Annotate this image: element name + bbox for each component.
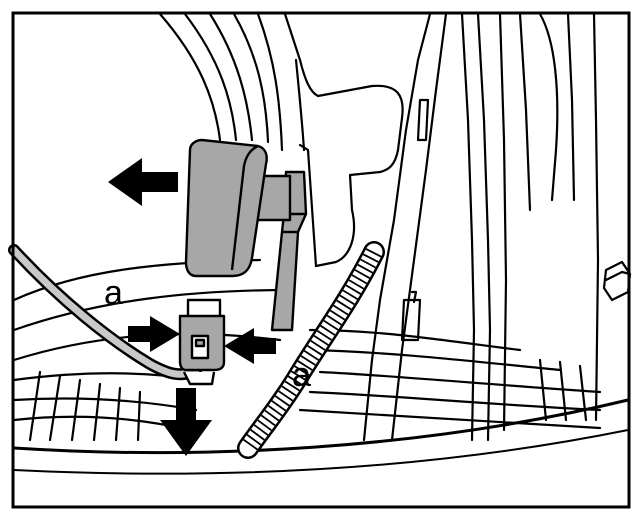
arrow-left-icon xyxy=(224,328,276,364)
wiring-harness xyxy=(237,241,385,459)
sensor-component xyxy=(184,138,308,332)
figure-frame xyxy=(11,11,631,509)
callout-label-a-right: a xyxy=(292,356,311,394)
arrow-left-icon xyxy=(108,158,178,206)
arrow-down-icon xyxy=(160,388,212,456)
callout-label-a-left: a xyxy=(104,274,123,312)
arrow-right-icon xyxy=(128,316,180,352)
electrical-connector xyxy=(178,298,226,386)
sensor-cable xyxy=(8,244,202,381)
